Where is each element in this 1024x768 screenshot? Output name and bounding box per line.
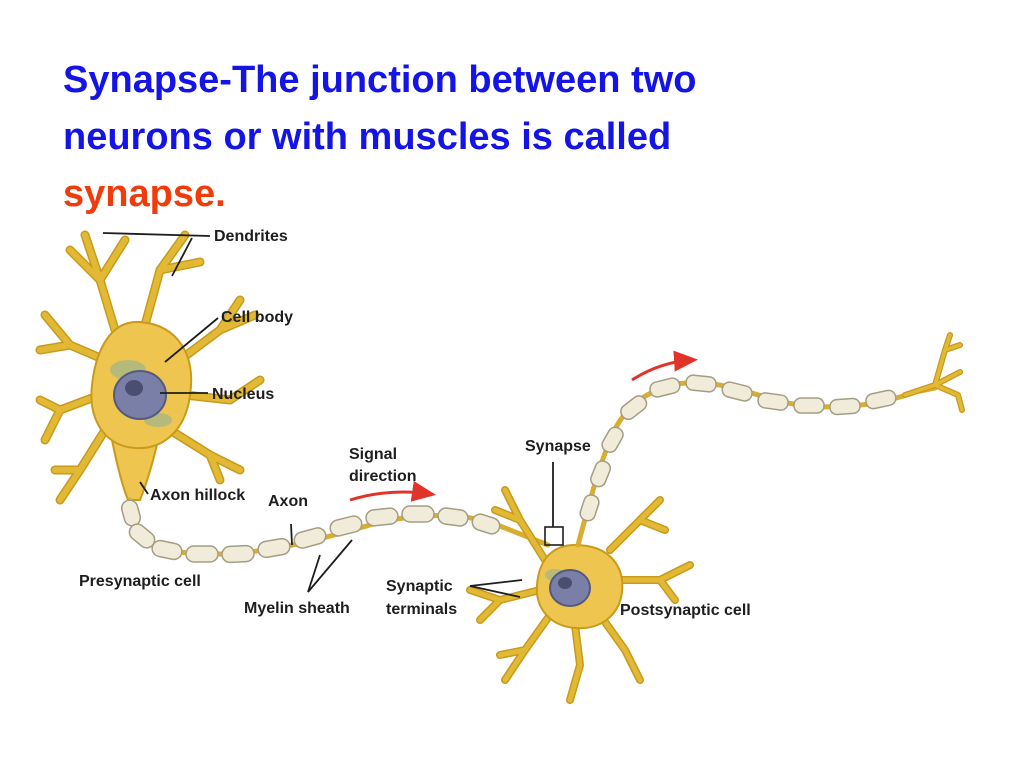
presynaptic-cell-body	[90, 320, 193, 450]
signal-direction-arrow	[349, 480, 436, 502]
axon-hillock	[110, 439, 160, 501]
synapse-box	[544, 526, 564, 546]
postsynaptic-nucleus	[549, 569, 591, 607]
presynaptic-dendrites	[35, 230, 265, 505]
label-signal: Signal	[349, 446, 397, 463]
presynaptic-nucleus	[113, 370, 167, 420]
title-highlight-word: synapse.	[63, 173, 226, 215]
label-terminals: terminals	[386, 601, 457, 618]
postsynaptic-cell-body	[535, 543, 624, 630]
label-axon: Axon	[268, 493, 308, 510]
label-dendrites: Dendrites	[214, 228, 288, 245]
title-line-1: Synapse-The junction between two	[63, 59, 697, 101]
label-myelin-sheath: Myelin sheath	[244, 600, 350, 617]
title-line-2: neurons or with muscles is called	[63, 116, 672, 158]
postsynaptic-myelin-segments	[579, 374, 897, 522]
slide-title: Synapse-The junction between two neurons…	[63, 52, 963, 223]
label-presynaptic-cell: Presynaptic cell	[79, 573, 201, 590]
label-axon-hillock: Axon hillock	[150, 487, 245, 504]
label-synapse: Synapse	[525, 438, 591, 455]
label-nucleus: Nucleus	[212, 386, 274, 403]
postsynaptic-dendrites	[466, 486, 694, 704]
signal-direction-arrow-upper	[631, 350, 698, 382]
label-synaptic: Synaptic	[386, 578, 453, 595]
label-direction: direction	[349, 468, 417, 485]
axon-terminal-branches	[902, 332, 965, 413]
label-cell-body: Cell body	[221, 309, 293, 326]
myelin-sheath-segments	[120, 499, 501, 564]
label-postsynaptic-cell: Postsynaptic cell	[620, 602, 751, 619]
leader-lines	[102, 232, 554, 598]
